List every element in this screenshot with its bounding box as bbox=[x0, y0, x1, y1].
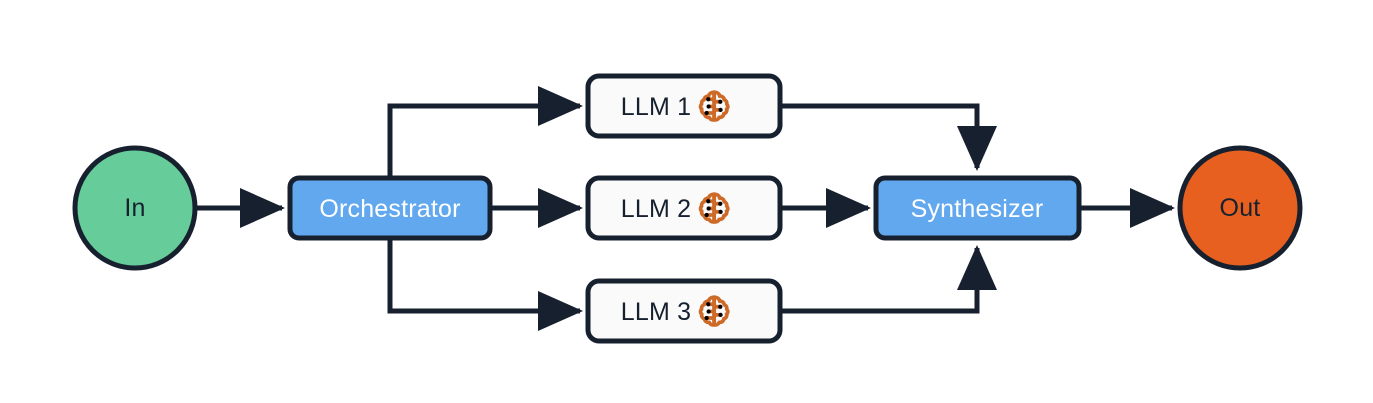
node-synthesizer[interactable]: Synthesizer bbox=[873, 175, 1082, 241]
node-out-label: Out bbox=[1220, 194, 1261, 222]
node-out[interactable]: Out bbox=[1177, 145, 1303, 271]
node-llm2[interactable]: LLM 2 bbox=[585, 175, 783, 241]
edge-llm1-to-synthesizer bbox=[780, 103, 997, 172]
node-synthesizer-shape bbox=[873, 175, 1082, 241]
edges-layer bbox=[196, 86, 1176, 331]
node-orchestrator-shape bbox=[287, 175, 493, 241]
edge-orchestrator-to-llm1 bbox=[387, 86, 584, 176]
node-llm3-label: LLM 3 bbox=[621, 298, 691, 326]
node-llm1-label: LLM 1 bbox=[621, 93, 691, 121]
node-llm3[interactable]: LLM 3 bbox=[585, 278, 783, 344]
node-out-shape bbox=[1177, 145, 1303, 271]
node-in[interactable]: In bbox=[72, 145, 198, 271]
edge-orchestrator-to-llm3 bbox=[387, 240, 584, 331]
node-llm1-shape bbox=[585, 73, 783, 139]
node-orchestrator[interactable]: Orchestrator bbox=[287, 175, 493, 241]
node-synthesizer-label: Synthesizer bbox=[911, 195, 1044, 223]
node-llm1[interactable]: LLM 1 bbox=[585, 73, 783, 139]
edge-llm3-to-synthesizer bbox=[780, 244, 997, 314]
node-in-shape bbox=[72, 145, 198, 271]
node-llm2-label: LLM 2 bbox=[621, 195, 691, 223]
node-in-label: In bbox=[124, 194, 145, 222]
node-llm2-shape bbox=[585, 175, 783, 241]
nodes-layer: In Orchestrator LLM 1 LLM 2 bbox=[72, 73, 1303, 344]
node-llm3-shape bbox=[585, 278, 783, 344]
node-orchestrator-label: Orchestrator bbox=[319, 195, 460, 223]
